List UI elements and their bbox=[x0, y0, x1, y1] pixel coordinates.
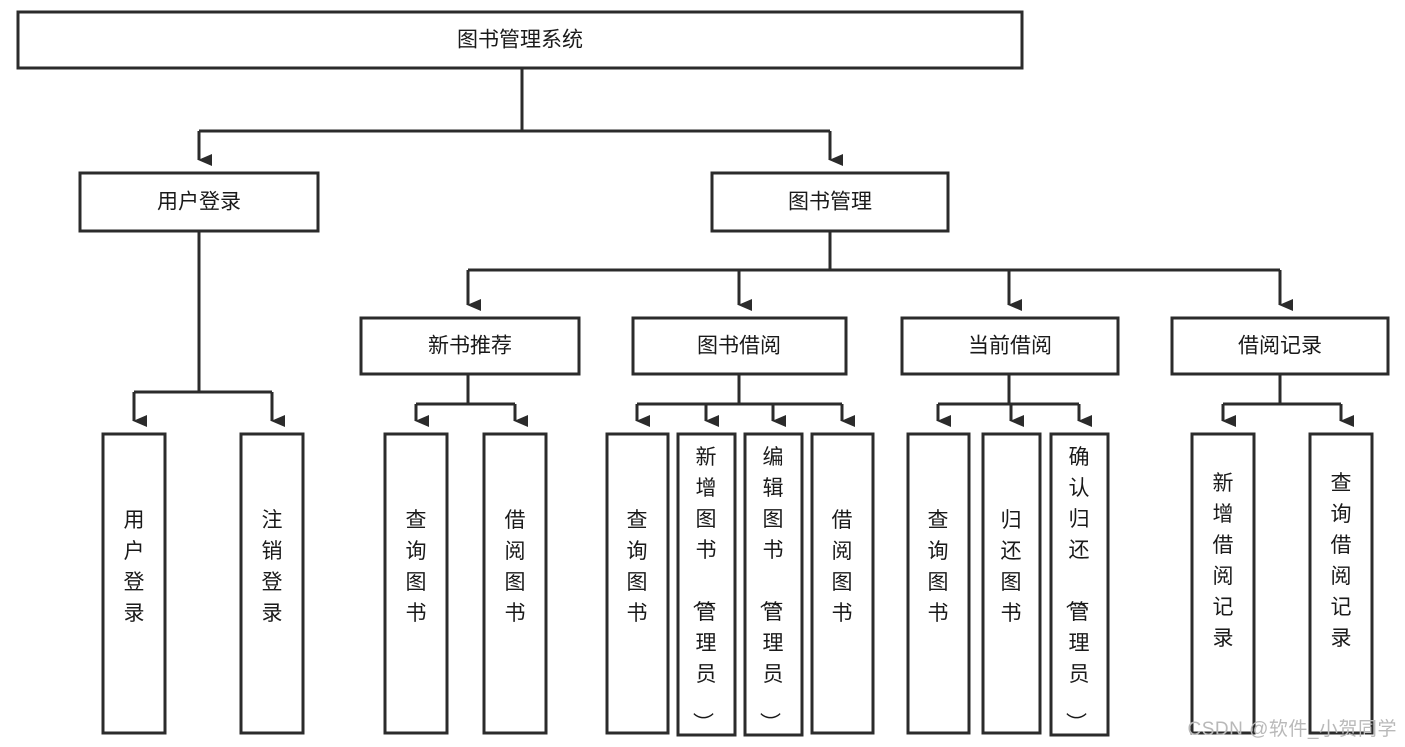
node-leaf-confirm-return-admin-label: 确认归还（管理员） bbox=[1064, 446, 1090, 733]
node-leaf-query-borrow-record-box[interactable] bbox=[1308, 432, 1374, 735]
node-leaf-return-book[interactable]: 归还图书 bbox=[981, 432, 1042, 735]
node-leaf-query-book-3[interactable]: 查询图书 bbox=[906, 432, 971, 735]
node-leaf-confirm-return-admin-box[interactable] bbox=[1049, 432, 1110, 737]
node-root-box[interactable] bbox=[16, 10, 1024, 70]
node-borrow-record-label: 借阅记录 bbox=[1238, 335, 1322, 358]
node-leaf-user-login[interactable]: 用户登录 bbox=[101, 432, 167, 735]
node-new-book-recommend-label: 新书推荐 bbox=[428, 335, 512, 358]
connector-layer bbox=[132, 68, 1354, 427]
node-leaf-add-book-admin[interactable]: 新增图书（管理员） bbox=[676, 432, 737, 737]
node-borrow-record[interactable]: 借阅记录 bbox=[1170, 316, 1390, 376]
node-root[interactable]: 图书管理系统 bbox=[16, 10, 1024, 70]
node-leaf-query-book-2-box[interactable] bbox=[605, 432, 670, 735]
node-new-book-recommend[interactable]: 新书推荐 bbox=[359, 316, 581, 376]
node-leaf-borrow-book-1-label: 借阅图书 bbox=[505, 509, 526, 625]
node-book-manage[interactable]: 图书管理 bbox=[710, 171, 950, 233]
node-user-login-label: 用户登录 bbox=[157, 191, 241, 214]
node-leaf-return-book-box[interactable] bbox=[981, 432, 1042, 735]
node-book-manage-label: 图书管理 bbox=[788, 191, 872, 214]
node-leaf-borrow-book-1-box[interactable] bbox=[482, 432, 548, 735]
node-leaf-confirm-return-admin[interactable]: 确认归还（管理员） bbox=[1049, 432, 1110, 737]
node-leaf-add-borrow-record[interactable]: 新增借阅记录 bbox=[1190, 432, 1256, 735]
leaf-node-group: 用户登录 注销登录 查询图书 借阅图书 查询图书 新增图书（管理员） bbox=[101, 432, 1374, 737]
node-leaf-logout-login-box[interactable] bbox=[239, 432, 305, 735]
node-leaf-query-book-2[interactable]: 查询图书 bbox=[605, 432, 670, 735]
node-leaf-query-book-3-label: 查询图书 bbox=[928, 509, 949, 625]
node-leaf-add-borrow-record-box[interactable] bbox=[1190, 432, 1256, 735]
node-leaf-logout-login-label: 注销登录 bbox=[262, 509, 283, 625]
node-leaf-borrow-book-2[interactable]: 借阅图书 bbox=[810, 432, 875, 735]
node-leaf-return-book-label: 归还图书 bbox=[1001, 509, 1022, 625]
node-leaf-user-login-box[interactable] bbox=[101, 432, 167, 735]
node-leaf-query-book-1-label: 查询图书 bbox=[406, 509, 427, 625]
node-leaf-edit-book-admin-box[interactable] bbox=[743, 432, 804, 737]
node-leaf-add-borrow-record-label: 新增借阅记录 bbox=[1213, 472, 1234, 650]
node-leaf-query-borrow-record-label: 查询借阅记录 bbox=[1331, 472, 1352, 650]
node-leaf-query-borrow-record[interactable]: 查询借阅记录 bbox=[1308, 432, 1374, 735]
node-current-borrow-box[interactable] bbox=[900, 316, 1120, 376]
node-leaf-edit-book-admin-label: 编辑图书（管理员） bbox=[758, 446, 784, 733]
node-leaf-query-book-1[interactable]: 查询图书 bbox=[383, 432, 449, 735]
node-leaf-add-book-admin-box[interactable] bbox=[676, 432, 737, 737]
node-root-label: 图书管理系统 bbox=[457, 29, 583, 52]
node-leaf-query-book-2-label: 查询图书 bbox=[627, 509, 648, 625]
node-leaf-query-book-1-box[interactable] bbox=[383, 432, 449, 735]
node-leaf-user-login-label: 用户登录 bbox=[124, 509, 145, 625]
node-leaf-query-book-3-box[interactable] bbox=[906, 432, 971, 735]
node-borrow-record-box[interactable] bbox=[1170, 316, 1390, 376]
node-leaf-borrow-book-2-label: 借阅图书 bbox=[832, 509, 853, 625]
node-new-book-recommend-box[interactable] bbox=[359, 316, 581, 376]
node-current-borrow-label: 当前借阅 bbox=[968, 335, 1052, 358]
node-leaf-add-book-admin-label: 新增图书（管理员） bbox=[691, 446, 717, 733]
node-leaf-logout-login[interactable]: 注销登录 bbox=[239, 432, 305, 735]
node-user-login[interactable]: 用户登录 bbox=[78, 171, 320, 233]
node-current-borrow[interactable]: 当前借阅 bbox=[900, 316, 1120, 376]
node-book-manage-box[interactable] bbox=[710, 171, 950, 233]
node-leaf-borrow-book-1[interactable]: 借阅图书 bbox=[482, 432, 548, 735]
node-leaf-edit-book-admin[interactable]: 编辑图书（管理员） bbox=[743, 432, 804, 737]
node-book-borrow-label: 图书借阅 bbox=[697, 335, 781, 358]
node-leaf-borrow-book-2-box[interactable] bbox=[810, 432, 875, 735]
node-book-borrow[interactable]: 图书借阅 bbox=[631, 316, 848, 376]
node-book-borrow-box[interactable] bbox=[631, 316, 848, 376]
node-user-login-box[interactable] bbox=[78, 171, 320, 233]
